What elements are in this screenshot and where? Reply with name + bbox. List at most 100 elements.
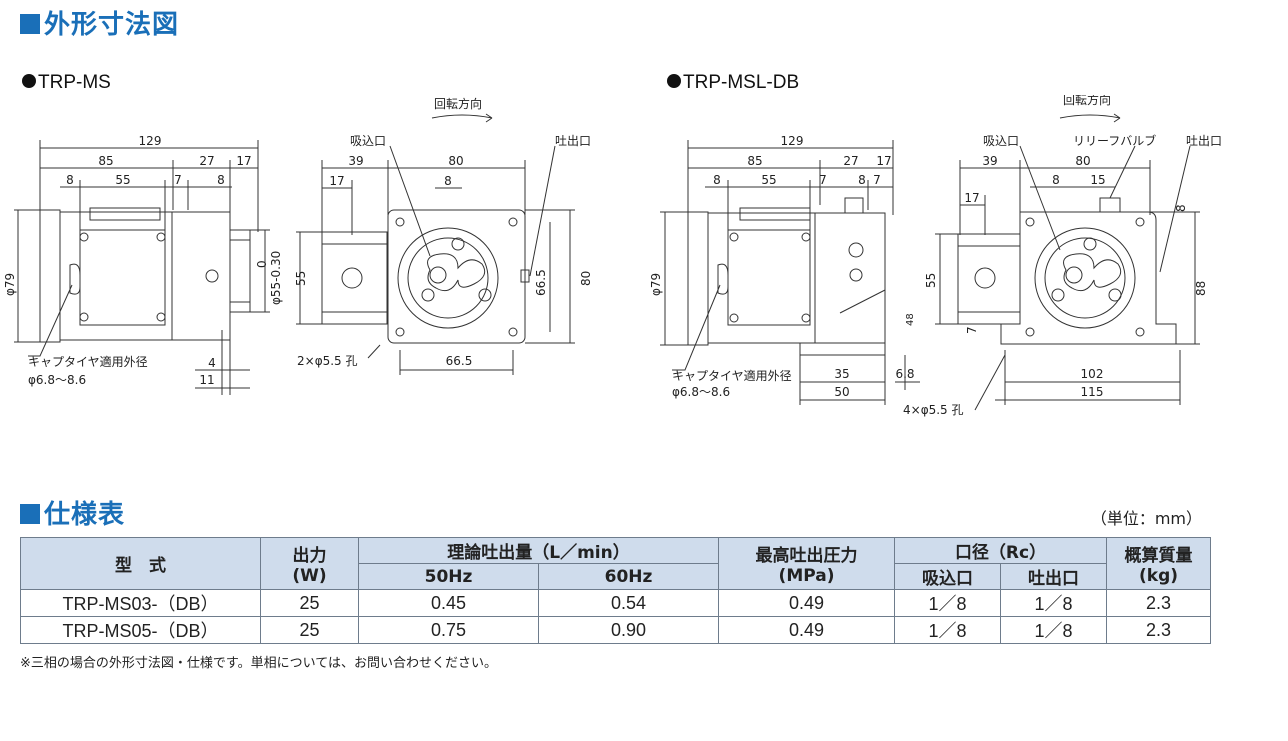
cell-mass: 2.3 [1106,616,1212,644]
suction-label: 吸込口 [350,134,386,148]
dim-88: 88 [1194,281,1208,296]
cell-out: 1／8 [1000,589,1108,617]
th-port-in: 吸込口 [894,563,1002,590]
dim-129: 129 [781,134,804,148]
dim-zero: 0 [255,260,269,268]
cell-output: 25 [260,589,359,617]
dim-8b: 8 [217,173,225,187]
cell-f50: 0.45 [358,589,539,617]
dim-17b: 17 [329,174,344,188]
th-output: 出力(W) [260,537,359,590]
dim-27: 27 [199,154,214,168]
dim-48: 48 [905,313,916,326]
table-row: TRP-MS03-（DB） 25 0.45 0.54 0.49 1／8 1／8 … [20,589,1212,617]
dim-39: 39 [982,154,997,168]
th-flow: 理論吐出量（L／min） [357,537,720,564]
dim-7: 7 [174,173,182,187]
dim-phi79: φ79 [649,273,663,296]
dim-55v: 55 [294,271,308,286]
dim-11: 11 [199,373,214,387]
dim-85: 85 [98,154,113,168]
th-mass: 概算質量(kg) [1106,537,1212,590]
rotation-label: 回転方向 [434,96,482,111]
dim-8d: 8 [1174,204,1188,212]
dim-4: 4 [208,356,216,370]
th-60hz: 60Hz [537,563,720,590]
dim-85: 85 [747,154,762,168]
dim-8b: 8 [858,173,866,187]
cell-model: TRP-MS05-（DB） [20,616,261,644]
dim-129: 129 [139,134,162,148]
dim-6-8: 6.8 [895,367,914,381]
spec-table: 型 式 出力(W) 理論吐出量（L／min） 最高吐出圧力(MPa) 口径（Rc… [20,537,1212,644]
dim-80: 80 [1075,154,1090,168]
spec-section-title: 仕様表 [20,494,125,531]
dim-50: 50 [834,385,849,399]
discharge-label: 吐出口 [555,134,591,148]
cell-f60: 0.90 [537,616,720,644]
dim-35: 35 [834,367,849,381]
cell-in: 1／8 [894,589,1002,617]
tire-range: φ6.8～8.6 [672,385,730,399]
cell-f60: 0.54 [537,589,720,617]
dim-17: 17 [236,154,251,168]
dim-17: 17 [876,154,891,168]
bullet-icon [667,74,681,88]
cell-mass: 2.3 [1106,589,1212,617]
model-label-right: TRP-MSL-DB [667,72,799,94]
dim-8c: 8 [444,174,452,188]
th-port: 口径（Rc） [894,537,1108,564]
unit-label: （単位：mm） [1090,509,1202,528]
model-label-left: TRP-MS [22,72,111,94]
dim-39: 39 [348,154,363,168]
drawing-trp-msl-db: 129 85 27 17 8 55 7 8 7 39 80 8 15 17 35… [649,95,1222,417]
cell-output: 25 [260,616,359,644]
dim-102: 102 [1081,367,1104,381]
dim-15: 15 [1090,173,1105,187]
holes-label: 4×φ5.5 孔 [903,403,964,417]
bullet-icon [22,74,36,88]
cell-pressure: 0.49 [718,616,896,644]
dim-8: 8 [713,173,721,187]
tire-range: φ6.8～8.6 [28,373,86,387]
drawing-trp-ms: 129 85 27 17 8 55 7 8 39 80 17 8 66.5 4 … [3,96,593,395]
tire-label: キャプタイヤ適用外径 [672,368,792,383]
table-row: TRP-MS05-（DB） 25 0.75 0.90 0.49 1／8 1／8 … [20,616,1212,644]
dim-phi79: φ79 [3,273,17,296]
dim-phi55: φ55-0.30 [269,251,283,305]
cell-pressure: 0.49 [718,589,896,617]
cell-in: 1／8 [894,616,1002,644]
holes-label: 2×φ5.5 孔 [297,354,358,368]
th-pressure: 最高吐出圧力(MPa) [718,537,896,590]
cell-model: TRP-MS03-（DB） [20,589,261,617]
suction-label: 吸込口 [983,134,1019,148]
rotation-label: 回転方向 [1063,95,1111,107]
dim-66-5v: 66.5 [534,269,548,296]
relief-label: リリーフバルブ [1073,133,1156,148]
tire-label: キャプタイヤ適用外径 [28,354,148,369]
dim-27: 27 [843,154,858,168]
square-icon [20,14,40,34]
dim-8: 8 [66,173,74,187]
dim-115: 115 [1081,385,1104,399]
dim-66-5: 66.5 [446,354,473,368]
th-50hz: 50Hz [358,563,539,590]
th-model: 型 式 [20,537,261,590]
dim-80: 80 [448,154,463,168]
dim-55: 55 [115,173,130,187]
dim-55: 55 [761,173,776,187]
dim-7v: 7 [965,326,979,334]
cell-f50: 0.75 [358,616,539,644]
dim-55v: 55 [924,273,938,288]
dim-7b: 7 [873,173,881,187]
square-icon [20,504,40,524]
dim-80v: 80 [579,271,593,286]
th-port-out: 吐出口 [1000,563,1108,590]
discharge-label: 吐出口 [1186,134,1222,148]
dims-section-title: 外形寸法図 [20,4,179,41]
footnote: ※三相の場合の外形寸法図・仕様です。単相については、お問い合わせください。 [20,656,497,671]
dim-17b: 17 [964,191,979,205]
dim-8c: 8 [1052,173,1060,187]
cell-out: 1／8 [1000,616,1108,644]
dim-7: 7 [819,173,827,187]
